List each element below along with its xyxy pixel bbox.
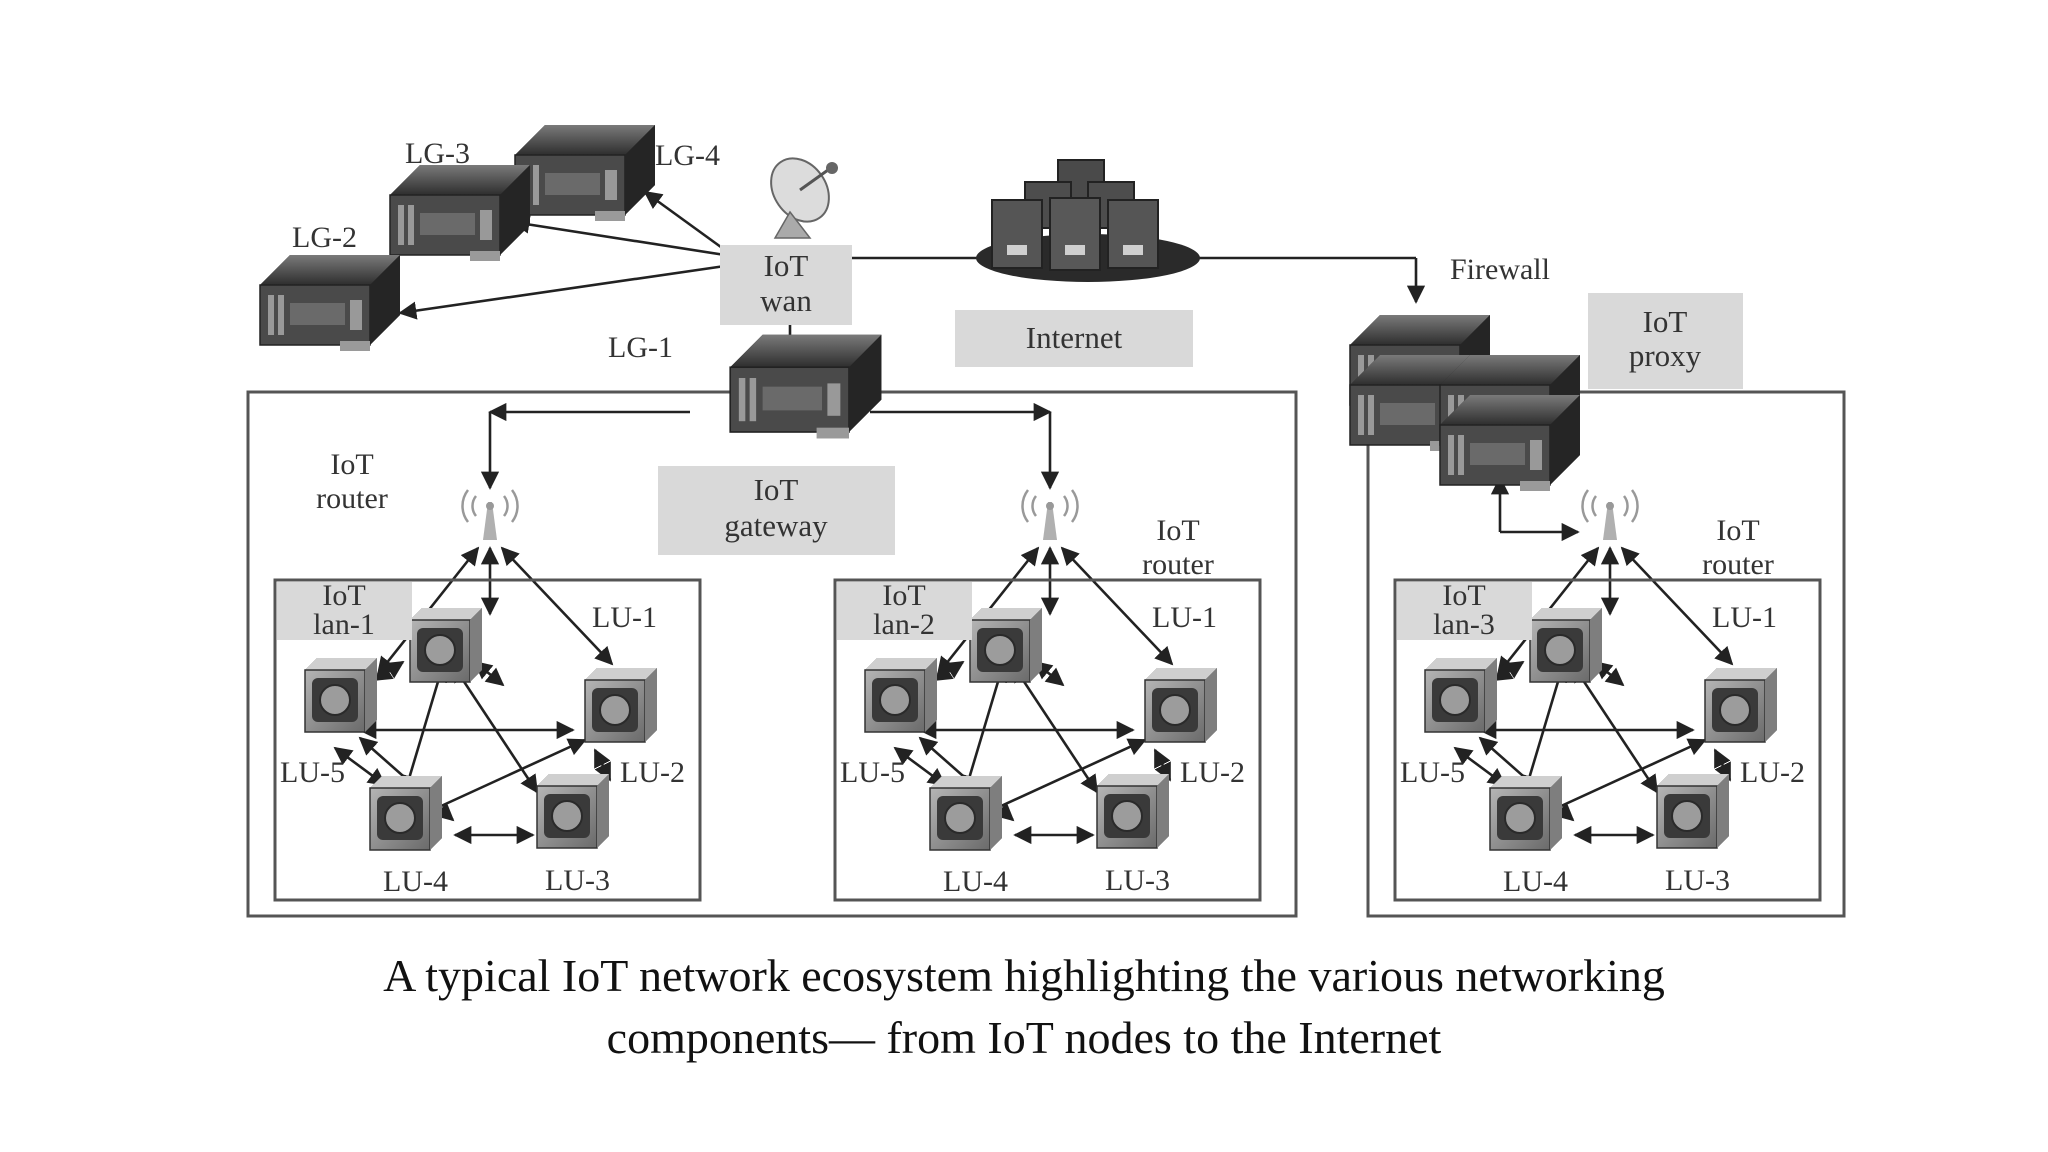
lan-1-lu-1-label: LU-1 — [592, 601, 657, 634]
lan-2-lu-3-label: LU-3 — [1105, 864, 1170, 897]
lan-1-lu-2-label: LU-2 — [620, 756, 685, 789]
lan-2-label-1: IoT — [882, 579, 925, 612]
lan-1-lu-3-label: LU-3 — [545, 864, 610, 897]
iot-wan-label-1: IoT — [764, 248, 809, 283]
lan-1-label-2: lan-1 — [313, 608, 375, 641]
lan-3-lu-1-label: LU-1 — [1712, 601, 1777, 634]
iot-proxy-label-2: proxy — [1629, 338, 1702, 373]
iot-proxy-box — [1588, 293, 1743, 389]
internet-server-cluster-icon — [976, 159, 1200, 282]
internet-label: Internet — [1026, 320, 1123, 355]
lg-4-device — [514, 124, 656, 222]
caption-line-2: components— from IoT nodes to the Intern… — [606, 1012, 1442, 1063]
iot-proxy-label-1: IoT — [1643, 304, 1688, 339]
router-3-label-1: IoT — [1716, 514, 1759, 547]
iot-router-3-icon — [1581, 488, 1639, 542]
lan-1-name-box — [277, 582, 412, 640]
iot-wan-box — [720, 245, 852, 325]
lg-4-label: LG-4 — [655, 139, 720, 172]
lan-2-lu-2-label: LU-2 — [1180, 756, 1245, 789]
lan-3-lu-5-label: LU-5 — [1400, 756, 1465, 789]
router-3-label-2: router — [1702, 548, 1774, 581]
lg-2-device — [259, 254, 401, 352]
lan-3-lu-4-label: LU-4 — [1503, 865, 1568, 898]
firewall-device — [1349, 314, 1581, 492]
proxy-region-frame — [1366, 390, 1846, 918]
iot-gateway-box — [658, 466, 895, 555]
lan-1-lu-4-label: LU-4 — [383, 865, 448, 898]
lan-3-lu-2-label: LU-2 — [1740, 756, 1805, 789]
caption-line-1: A typical IoT network ecosystem highligh… — [383, 950, 1665, 1001]
lg-1-device — [729, 333, 883, 440]
lan-2-name-box — [837, 582, 972, 640]
iot-wan-label-2: wan — [760, 283, 812, 318]
internet-box — [955, 310, 1193, 367]
satellite-dish-icon — [770, 157, 838, 239]
lg-2-label: LG-2 — [292, 221, 357, 254]
iot-router-1-icon — [461, 488, 519, 542]
iot-router-2-icon — [1021, 488, 1079, 542]
lg-3-device — [389, 164, 531, 262]
router-1-label-1: IoT — [330, 448, 373, 481]
iot-gateway-label-2: gateway — [724, 508, 828, 543]
lan-2-lu-5-label: LU-5 — [840, 756, 905, 789]
lan-2-lu-4-label: LU-4 — [943, 865, 1008, 898]
lan-3-name-box — [1397, 582, 1532, 640]
lg-1-label: LG-1 — [608, 331, 673, 364]
router-1-label-2: router — [316, 482, 388, 515]
figure-caption: A typical IoT network ecosystem highligh… — [0, 945, 2048, 1069]
lan-1-lu-5-label: LU-5 — [280, 756, 345, 789]
router-2-label-2: router — [1142, 548, 1214, 581]
lan-1-label-1: IoT — [322, 579, 365, 612]
lg-3-label: LG-3 — [405, 137, 470, 170]
lan-3-label-1: IoT — [1442, 579, 1485, 612]
lan-3-label-2: lan-3 — [1433, 608, 1495, 641]
lan-2-lu-1-label: LU-1 — [1152, 601, 1217, 634]
router-2-label-1: IoT — [1156, 514, 1199, 547]
firewall-label: Firewall — [1450, 253, 1550, 286]
lan-3-lu-3-label: LU-3 — [1665, 864, 1730, 897]
lan-2-label-2: lan-2 — [873, 608, 935, 641]
iot-gateway-label-1: IoT — [754, 472, 799, 507]
